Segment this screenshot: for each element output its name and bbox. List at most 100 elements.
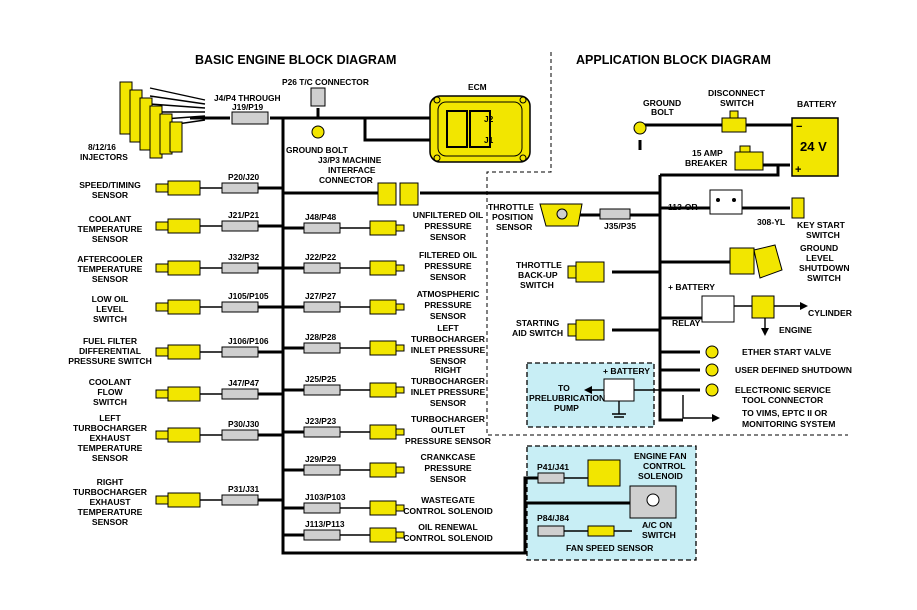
ground-bolt [311, 125, 325, 139]
ecm-j1-label: J1 [484, 135, 494, 145]
left-connector-label-6: P30/J30 [228, 419, 260, 429]
right-connector-2 [303, 301, 341, 313]
breaker-label-2: BREAKER [685, 158, 728, 168]
right-connector-label-2: J27/P27 [305, 291, 337, 301]
app-ground-label-2: BOLT [651, 107, 675, 117]
left-sensor-label-7-0: RIGHT [97, 477, 124, 487]
right-sensor-label-2-0: ATMOSPHERIC [417, 289, 480, 299]
left-connector-label-3: J105/P105 [228, 291, 269, 301]
right-sensor-body-2 [369, 299, 397, 315]
ecm-module [429, 95, 531, 163]
ac-label-2: SWITCH [642, 530, 676, 540]
left-sensor-label-3-0: LOW OIL [92, 294, 129, 304]
right-connector-label-4: J25/P25 [305, 374, 337, 384]
breaker-label-1: 15 AMP [692, 148, 723, 158]
left-sensor-label-4-2: PRESSURE SWITCH [68, 356, 152, 366]
throttle-position-label-1: THROTTLE [488, 202, 534, 212]
injectors-label-2: INJECTORS [80, 152, 128, 162]
left-connector-label-4: J106/P106 [228, 336, 269, 346]
right-sensor-label-7-0: WASTEGATE [421, 495, 475, 505]
key-start-label-1: KEY START [797, 220, 846, 230]
relay-box [701, 295, 735, 323]
ether-connector [705, 345, 719, 359]
starting-aid-label-2: AID SWITCH [512, 328, 563, 338]
left-sensor-label-2-1: TEMPERATURE [78, 264, 143, 274]
right-sensor-body-5 [369, 424, 397, 440]
throttle-position-label-2: POSITION [492, 212, 533, 222]
right-sensor-label-6-0: CRANKCASE [421, 452, 476, 462]
right-sensor-body-4 [369, 382, 397, 398]
vims-label-2: MONITORING SYSTEM [742, 419, 835, 429]
left-connector-5 [221, 388, 259, 400]
user-shutdown-connector [705, 363, 719, 377]
p41-connector [537, 472, 565, 484]
right-sensor-body-7 [369, 500, 397, 516]
application-trunk [658, 175, 683, 422]
right-sensor-body-8 [369, 527, 397, 543]
left-connector-label-7: P31/J31 [228, 484, 260, 494]
right-sensor-label-0-0: UNFILTERED OIL [413, 210, 484, 220]
p84-label: P84/J84 [537, 513, 569, 523]
right-connector-7 [303, 502, 341, 514]
p84-connector [537, 525, 565, 537]
ground-bolt-label: GROUND BOLT [286, 145, 349, 155]
service-label-1: ELECTRONIC SERVICE [735, 385, 831, 395]
right-connector-label-6: J29/P29 [305, 454, 337, 464]
key-start-switch [791, 197, 805, 219]
right-sensor-label-6-2: SENSOR [430, 474, 467, 484]
fan-speed-sensor [587, 525, 615, 537]
left-sensor-label-5-0: COOLANT [89, 377, 132, 387]
prelube-label-3: PUMP [554, 403, 579, 413]
fan-sol-label-2: CONTROL [643, 461, 686, 471]
left-sensor-body-5 [167, 386, 201, 402]
left-connector-6 [221, 429, 259, 441]
breaker [734, 151, 764, 171]
fan-sol-label-3: SOLENOID [638, 471, 683, 481]
right-sensor-body-6 [369, 462, 397, 478]
left-sensor-body-6 [167, 427, 201, 443]
left-sensor-label-5-1: FLOW [97, 387, 123, 397]
ground-level-label-4: SWITCH [807, 273, 841, 283]
ground-level-label-3: SHUTDOWN [799, 263, 850, 273]
harness-to-ecm-j1 [363, 118, 430, 142]
right-connector-label-1: J22/P22 [305, 252, 337, 262]
wire-113-label: 113-OR [668, 202, 698, 212]
throttle-backup-label-2: BACK-UP [518, 270, 558, 280]
battery-label: BATTERY [797, 99, 837, 109]
ground-level-shutdown-switch [729, 247, 755, 275]
left-sensor-label-5-2: SWITCH [93, 397, 127, 407]
left-sensor-group: P20/J20SPEED/TIMINGSENSORJ21/P21COOLANTT… [68, 172, 283, 527]
left-sensor-body-1 [167, 218, 201, 234]
battery-minus: − [796, 121, 802, 133]
throttle-backup-label-1: THROTTLE [516, 260, 562, 270]
left-sensor-label-7-4: SENSOR [92, 517, 129, 527]
right-sensor-label-3-0: LEFT [437, 323, 459, 333]
right-sensor-label-2-2: SENSOR [430, 311, 467, 321]
right-sensor-label-0-2: SENSOR [430, 232, 467, 242]
p26-connector [310, 87, 326, 107]
j3p3-connector-b [399, 182, 419, 206]
injectors [119, 81, 183, 159]
right-sensor-label-7-1: CONTROL SOLENOID [403, 506, 493, 516]
starting-aid-switch [575, 319, 605, 341]
j4p4-label-1: J4/P4 THROUGH [214, 93, 281, 103]
right-sensor-label-3-2: INLET PRESSURE [411, 345, 486, 355]
starting-aid-label-1: STARTING [516, 318, 560, 328]
j4p4-label-2: J19/P19 [232, 102, 264, 112]
fan-speed-label: FAN SPEED SENSOR [566, 543, 654, 553]
injectors-label-1: 8/12/16 [88, 142, 116, 152]
left-connector-2 [221, 262, 259, 274]
right-sensor-label-3-3: SENSOR [430, 356, 467, 366]
right-connector-3 [303, 342, 341, 354]
right-connector-4 [303, 384, 341, 396]
left-sensor-body-3 [167, 299, 201, 315]
ecm-j2-label: J2 [484, 114, 494, 124]
